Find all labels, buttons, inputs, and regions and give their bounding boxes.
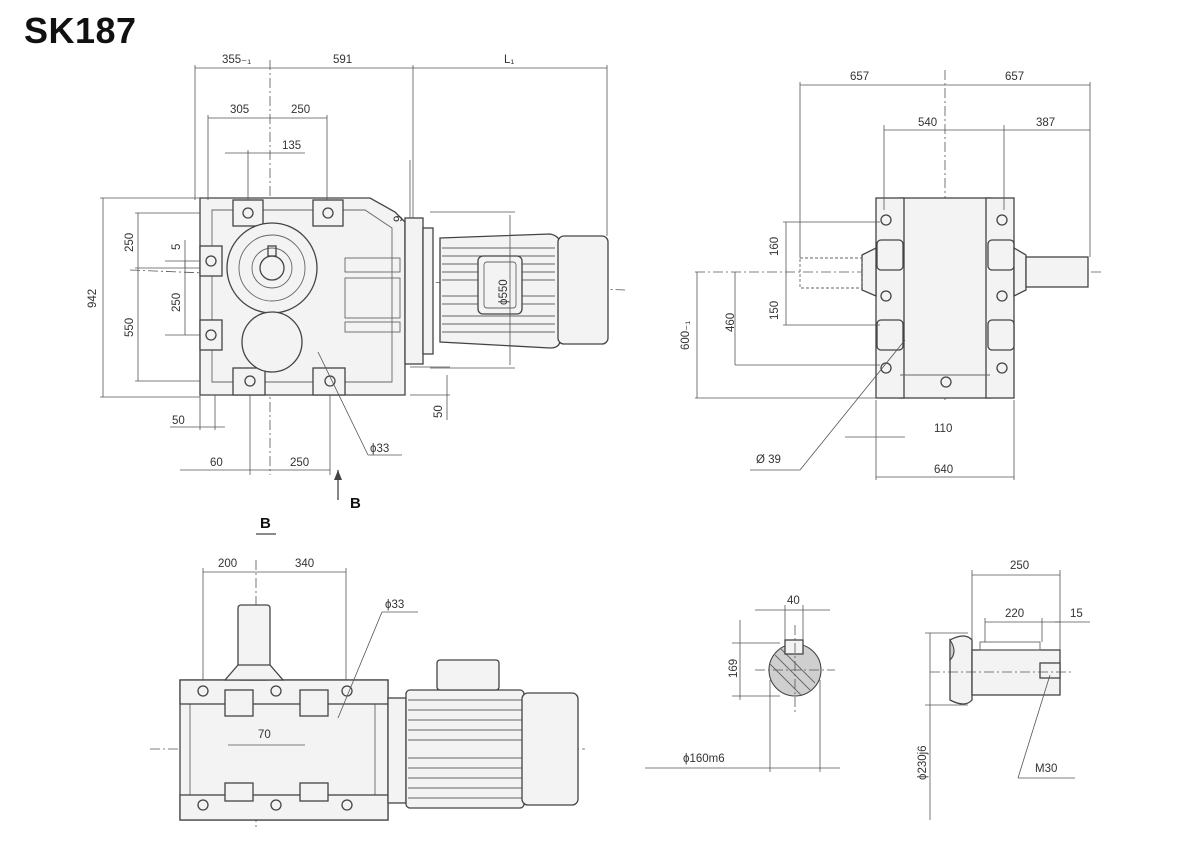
dim-169: 169 [728, 659, 740, 678]
dim-250-shaft: 250 [1010, 560, 1029, 572]
dim-phi39: Ø 39 [756, 454, 781, 466]
motor-fan-cover [557, 235, 609, 345]
bottom-terminal-box [436, 659, 500, 691]
dim-250-bottom: 250 [290, 457, 309, 469]
dim-phi33: ϕ33 [370, 443, 389, 455]
dim-phi160m6: ϕ160m6 [683, 753, 725, 765]
shaft-detail: 250 220 15 ϕ230j6 M30 [917, 560, 1090, 820]
dim-591: 591 [333, 54, 352, 66]
motor-flange [404, 217, 424, 365]
dim-phi230j6: ϕ230j6 [917, 745, 929, 780]
dim-640: 640 [934, 464, 953, 476]
mount-boss [232, 367, 266, 396]
dim-220: 220 [1005, 608, 1024, 620]
dim-5: 5 [171, 244, 183, 250]
dim-550-left: 550 [124, 318, 136, 337]
side-view: 657 657 540 387 160 150 460 600₋₁ 110 64… [680, 70, 1102, 480]
mount-boss [232, 199, 264, 227]
dim-600: 600₋₁ [680, 321, 692, 350]
dim-50-left: 50 [172, 415, 185, 427]
mount-boss [199, 319, 223, 351]
front-view: 355₋₁ 591 L₁ 305 250 135 942 250 550 5 2… [87, 54, 626, 512]
mount-boss [312, 367, 346, 396]
shaft-end-flange [949, 635, 973, 705]
dim-50-right: 50 [433, 405, 445, 418]
gear-cover [241, 311, 303, 373]
dim-L1: L₁ [504, 54, 514, 66]
dim-9: 9 [393, 216, 405, 222]
mount-boss [312, 199, 344, 227]
terminal-box [477, 255, 523, 315]
dim-942: 942 [87, 289, 99, 308]
drawing-title: SK187 [24, 10, 137, 51]
key-section: 40 169 ϕ160m6 [645, 595, 840, 772]
dim-540: 540 [918, 117, 937, 129]
dim-110: 110 [934, 423, 952, 435]
side-flange-right [985, 197, 1015, 399]
dim-250-left: 250 [124, 233, 136, 252]
dim-200: 200 [218, 558, 237, 570]
output-flange [226, 222, 318, 314]
side-shaft-left [799, 257, 863, 289]
dim-160: 160 [769, 237, 781, 256]
dim-250-top: 250 [291, 104, 310, 116]
thread-hole [1039, 662, 1061, 679]
dim-m30: M30 [1035, 763, 1057, 775]
dim-60: 60 [210, 457, 223, 469]
dim-460: 460 [725, 313, 737, 332]
view-marker-b: B [350, 495, 361, 512]
dim-355: 355₋₁ [222, 54, 251, 66]
key-slot [784, 639, 804, 655]
dim-40: 40 [787, 595, 800, 607]
dim-135: 135 [282, 140, 301, 152]
side-housing [899, 197, 991, 399]
bottom-fan-cover [521, 692, 579, 806]
dim-305: 305 [230, 104, 249, 116]
shaft-body [971, 649, 1061, 696]
mount-boss [199, 245, 223, 277]
dim-657-left: 657 [850, 71, 869, 83]
dim-phi550: ϕ550 [498, 279, 510, 305]
dim-387: 387 [1036, 117, 1055, 129]
dim-657-right: 657 [1005, 71, 1024, 83]
dim-250-inner: 250 [171, 293, 183, 312]
dim-340: 340 [295, 558, 314, 570]
bottom-motor-body [405, 689, 525, 809]
dim-150: 150 [769, 301, 781, 320]
dim-15: 15 [1070, 608, 1083, 620]
view-label-b: B [260, 515, 271, 532]
dim-phi33-bottom: ϕ33 [385, 599, 404, 611]
side-shaft-right [1025, 256, 1089, 288]
dim-70: 70 [258, 729, 271, 741]
bottom-view: B [150, 515, 585, 830]
